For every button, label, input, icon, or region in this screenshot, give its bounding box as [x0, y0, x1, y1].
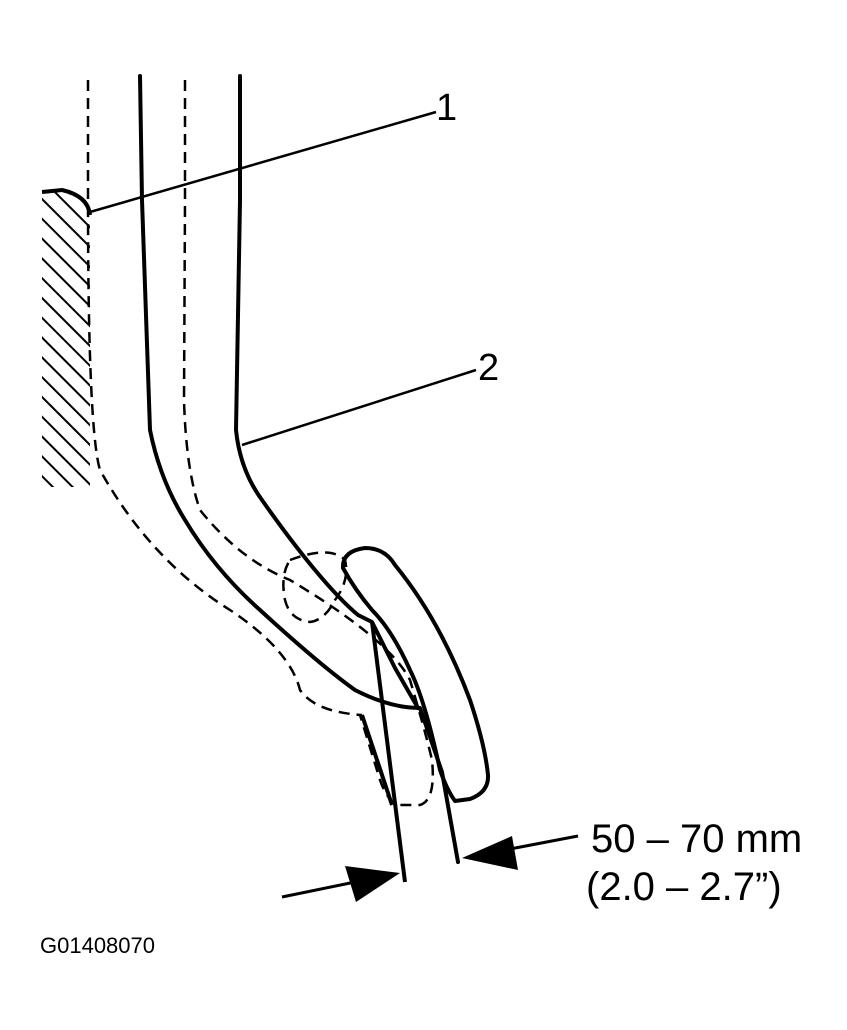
pedal-arm	[138, 74, 460, 864]
dimension-metric: 50 – 70 mm	[591, 817, 802, 861]
dimension-imperial: (2.0 – 2.7”)	[586, 865, 782, 909]
pedal-lower-shaft	[360, 621, 407, 883]
callout-leader-lines	[89, 110, 477, 447]
figure-id: G01408070	[40, 933, 155, 958]
callout-label-2: 2	[478, 347, 499, 389]
pedal-pad	[340, 546, 491, 803]
pedal-reference-outline	[86, 80, 434, 807]
arrow-left-icon	[462, 836, 518, 870]
clearance-dimension-arrows	[281, 834, 579, 902]
arrow-right-icon	[345, 866, 400, 902]
leader-line-1	[89, 110, 437, 214]
floor-panel	[41, 187, 92, 487]
callout-label-1: 1	[436, 87, 457, 129]
leader-line-2	[241, 368, 477, 447]
